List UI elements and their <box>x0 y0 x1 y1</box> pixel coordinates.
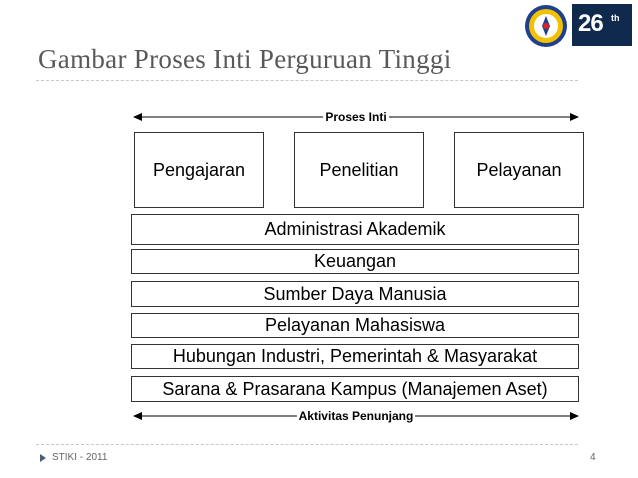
footer-text: STIKI - 2011 <box>52 452 108 463</box>
core-box-penelitian: Penelitian <box>294 132 424 208</box>
core-box-pengajaran: Pengajaran <box>134 132 264 208</box>
support-activity-arrow: Aktivitas Penunjang <box>133 409 579 423</box>
core-box-pelayanan: Pelayanan <box>454 132 584 208</box>
support-box-sarana: Sarana & Prasarana Kampus (Manajemen Ase… <box>131 376 579 402</box>
support-box-administrasi: Administrasi Akademik <box>131 214 579 245</box>
support-activity-label: Aktivitas Penunjang <box>296 409 416 423</box>
support-box-sdm: Sumber Daya Manusia <box>131 281 579 307</box>
support-box-keuangan: Keuangan <box>131 249 579 274</box>
anniversary-suffix: th <box>611 13 620 23</box>
footer-divider <box>36 444 578 445</box>
support-box-pelayanan-mahasiswa: Pelayanan Mahasiswa <box>131 313 579 338</box>
support-box-hubungan: Hubungan Industri, Pemerintah & Masyarak… <box>131 344 579 369</box>
core-process-label: Proses Inti <box>323 110 389 124</box>
university-seal-icon <box>524 4 568 48</box>
title-divider <box>36 80 578 81</box>
anniversary-logo: 26 th <box>572 4 632 46</box>
footer-bullet-icon <box>40 454 46 462</box>
anniversary-number: 26 <box>578 10 604 37</box>
page-title: Gambar Proses Inti Perguruan Tinggi <box>38 44 452 74</box>
core-process-arrow: Proses Inti <box>133 110 579 124</box>
page-number: 4 <box>590 452 596 463</box>
